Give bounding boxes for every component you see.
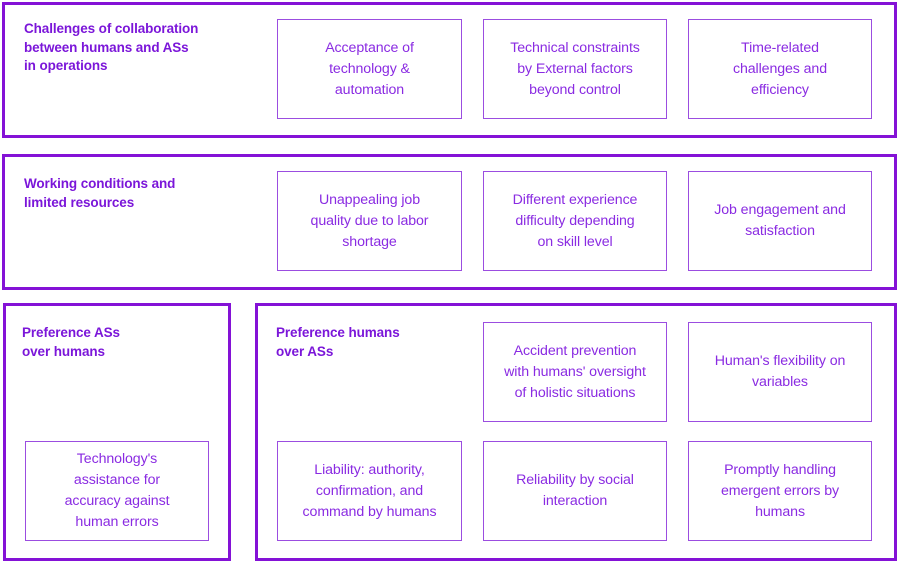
theme-title-challenges: Challenges of collaboration between huma…	[24, 21, 199, 73]
theme-title-preference-humans-over-ass: Preference humans over ASs	[276, 325, 400, 359]
subtheme-card-different-experience-difficulty[interactable]: Different experience difficulty dependin…	[483, 171, 667, 271]
subtheme-label: Reliability by social interaction	[516, 472, 634, 509]
subtheme-label: Technical constraints by External factor…	[510, 39, 640, 98]
subtheme-label: Different experience difficulty dependin…	[512, 191, 638, 250]
subtheme-label: Human's flexibility on variables	[714, 353, 846, 390]
subtheme-card-acceptance-of-technology[interactable]: Acceptance of technology & automation	[277, 19, 462, 119]
subtheme-label: Unappealing job quality due to labor sho…	[310, 191, 429, 250]
subtheme-card-job-engagement[interactable]: Job engagement and satisfaction	[688, 171, 872, 271]
subtheme-label: Job engagement and satisfaction	[714, 202, 846, 239]
subtheme-card-technical-constraints[interactable]: Technical constraints by External factor…	[483, 19, 667, 119]
subtheme-label: Technology's assistance for accuracy aga…	[64, 451, 170, 530]
theme-title-preference-ass-over-humans: Preference ASs over humans	[22, 325, 120, 359]
subtheme-card-promptly-handling-errors[interactable]: Promptly handling emergent errors by hum…	[688, 441, 872, 541]
subtheme-card-technology-assistance-accuracy[interactable]: Technology's assistance for accuracy aga…	[25, 441, 209, 541]
subtheme-card-reliability-social-interaction[interactable]: Reliability by social interaction	[483, 441, 667, 541]
subtheme-label: Time-related challenges and efficiency	[732, 39, 828, 98]
subtheme-card-liability-authority[interactable]: Liability: authority, confirmation, and …	[277, 441, 462, 541]
subtheme-label: Promptly handling emergent errors by hum…	[720, 461, 840, 520]
subtheme-label: Liability: authority, confirmation, and …	[302, 461, 437, 520]
subtheme-card-unappealing-job-quality[interactable]: Unappealing job quality due to labor sho…	[277, 171, 462, 271]
theme-title-working-conditions: Working conditions and limited resources	[24, 176, 176, 210]
subtheme-card-time-related-challenges[interactable]: Time-related challenges and efficiency	[688, 19, 872, 119]
subtheme-card-accident-prevention[interactable]: Accident prevention with humans' oversig…	[483, 322, 667, 422]
subtheme-card-human-flexibility[interactable]: Human's flexibility on variables	[688, 322, 872, 422]
subtheme-label: Accident prevention with humans' oversig…	[504, 342, 646, 401]
subtheme-label: Acceptance of technology & automation	[325, 39, 414, 98]
